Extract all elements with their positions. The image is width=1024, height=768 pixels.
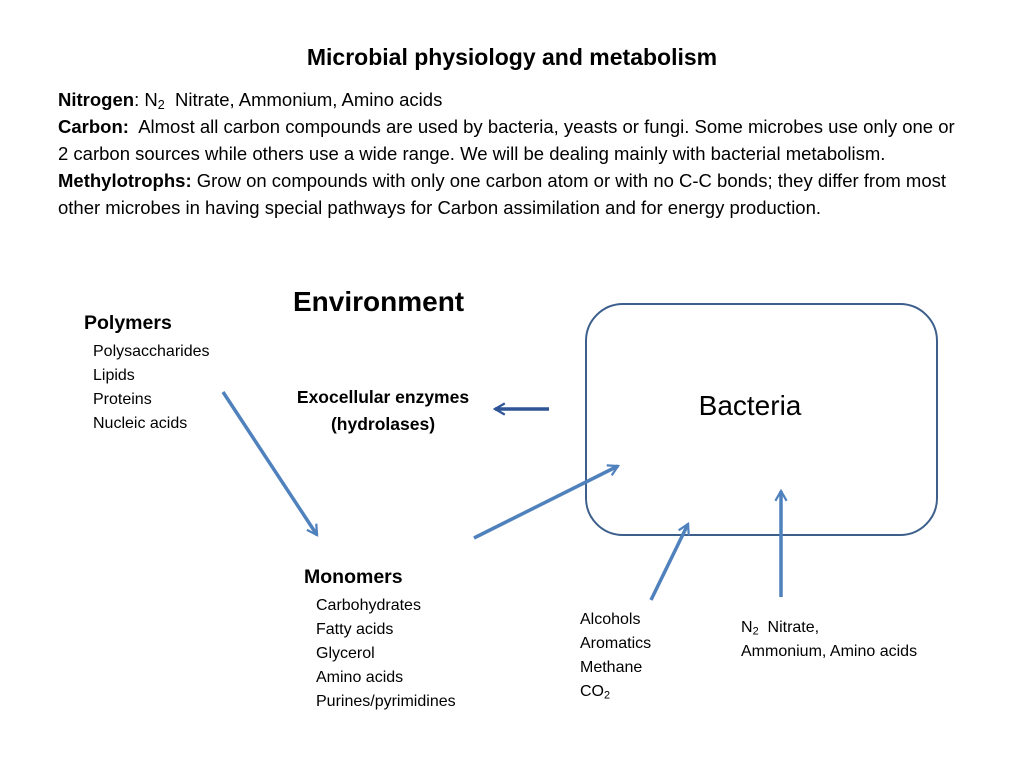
- nitrogen-sources-line-1: N2 Nitrate,: [741, 616, 917, 640]
- environment-label: Environment: [293, 286, 465, 317]
- nitrogen-n2-subscript: 2: [157, 98, 165, 113]
- nitrate-text: Nitrate,: [767, 619, 820, 636]
- methylotrophs-text: Grow on compounds with only one carbon a…: [58, 170, 947, 218]
- arrow-monomers-to-bacteria: [473, 464, 621, 540]
- nitrogen-label: Nitrogen: [58, 89, 135, 110]
- carbon-label: Carbon:: [58, 116, 129, 137]
- polymers-list: Polysaccharides Lipids Proteins Nucleic …: [93, 340, 210, 436]
- nitrogen-sources-line-2: Ammonium, Amino acids: [741, 643, 918, 660]
- arrow-carbon-sources-to-bacteria: [649, 521, 690, 601]
- co2-subscript: 2: [604, 689, 611, 702]
- carbon-line: Carbon: Almost all carbon compounds are …: [58, 113, 958, 167]
- exocellular-enzymes-label: Exocellular enzymes (hydrolases): [282, 384, 484, 438]
- nitrogen-line: Nitrogen: N2 Nitrate, Ammonium, Amino ac…: [58, 89, 443, 113]
- carbon-source-item: Aromatics: [580, 635, 652, 652]
- carbon-source-item: Methane: [580, 659, 643, 676]
- monomer-item: Glycerol: [316, 645, 375, 662]
- bacteria-label: Bacteria: [698, 390, 802, 421]
- carbon-source-co2: CO2: [580, 680, 651, 704]
- polymer-item: Proteins: [93, 391, 152, 408]
- polymers-heading: Polymers: [84, 312, 172, 334]
- enzymes-line-1: Exocellular enzymes: [296, 387, 470, 407]
- nitrogen-sources-list: N2 Nitrate, Ammonium, Amino acids: [741, 616, 917, 664]
- n2-subscript: 2: [752, 625, 759, 638]
- polymer-item: Lipids: [93, 367, 135, 384]
- n2-main: N: [741, 619, 753, 636]
- page-title: Microbial physiology and metabolism: [306, 44, 718, 70]
- arrow-polymers-to-monomers: [221, 391, 319, 537]
- carbon-source-item: Alcohols: [580, 611, 641, 628]
- intro-text: Nitrogen: N2 Nitrate, Ammonium, Amino ac…: [58, 86, 958, 221]
- monomer-item: Carbohydrates: [316, 597, 421, 614]
- nitrogen-n2: N: [144, 89, 158, 110]
- monomer-item: Fatty acids: [316, 621, 394, 638]
- monomer-item: Purines/pyrimidines: [316, 693, 456, 710]
- carbon-text: Almost all carbon compounds are used by …: [58, 116, 955, 164]
- monomers-heading: Monomers: [304, 566, 403, 588]
- polymer-item: Polysaccharides: [93, 343, 210, 360]
- carbon-sources-list: Alcohols Aromatics Methane CO2: [580, 608, 651, 704]
- polymer-item: Nucleic acids: [93, 415, 188, 432]
- methylotrophs-label: Methylotrophs:: [58, 170, 192, 191]
- bacteria-box: [585, 303, 938, 536]
- nitrogen-sources-text: Nitrate, Ammonium, Amino acids: [175, 89, 443, 110]
- methylotrophs-line: Methylotrophs: Grow on compounds with on…: [58, 167, 958, 221]
- monomer-item: Amino acids: [316, 669, 404, 686]
- enzymes-line-2: (hydrolases): [330, 414, 436, 434]
- co2-main: CO: [580, 683, 604, 700]
- monomers-list: Carbohydrates Fatty acids Glycerol Amino…: [316, 594, 456, 714]
